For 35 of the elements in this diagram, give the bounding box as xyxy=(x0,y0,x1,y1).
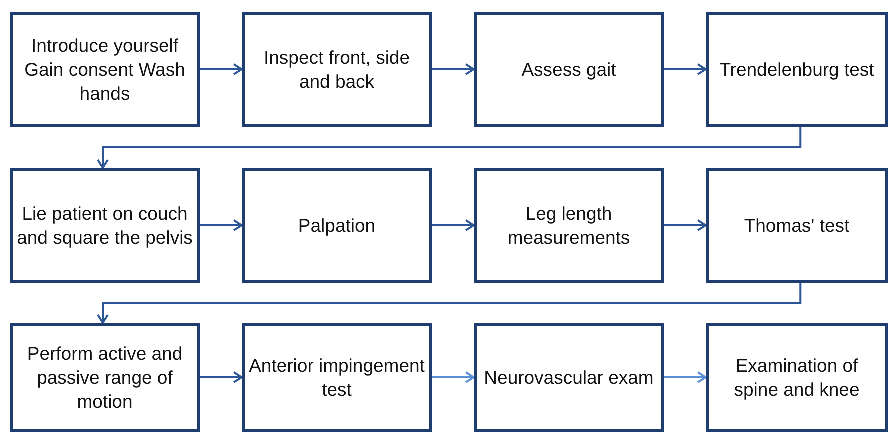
step-text: Introduce yourself Gain consent Wash hands xyxy=(24,34,186,106)
step-text: Thomas' test xyxy=(743,214,851,238)
step-text: Lie patient on couch and square the pelvis xyxy=(16,202,194,250)
arrow xyxy=(664,220,707,232)
step-text: Trendelenburg test xyxy=(718,58,876,82)
arrow xyxy=(200,372,243,384)
process-box xyxy=(474,168,664,283)
arrow xyxy=(432,372,475,384)
arrow xyxy=(432,220,475,232)
step-text: Inspect front, side and back xyxy=(262,46,412,94)
process-box xyxy=(242,12,432,127)
step-text: Perform active and passive range of motion xyxy=(26,342,184,414)
step-text: Assess gait xyxy=(520,58,618,82)
arrow xyxy=(664,64,707,76)
arrow xyxy=(200,220,243,232)
process-box xyxy=(10,168,200,283)
step-text: Anterior impingement test xyxy=(248,354,426,402)
arrow xyxy=(432,64,475,76)
arrow xyxy=(200,64,243,76)
process-box xyxy=(10,323,200,432)
step-text: Neurovascular exam xyxy=(483,366,655,390)
process-box xyxy=(242,168,432,283)
process-box xyxy=(706,323,888,432)
process-box xyxy=(706,12,888,127)
step-text: Examination of spine and knee xyxy=(733,354,861,402)
process-box xyxy=(706,168,888,283)
process-box xyxy=(474,12,664,127)
arrow xyxy=(97,127,802,169)
arrow xyxy=(97,283,802,324)
process-box xyxy=(474,323,664,432)
step-text: Palpation xyxy=(297,214,377,238)
process-box xyxy=(10,12,200,127)
process-box xyxy=(242,323,432,432)
arrow xyxy=(664,372,707,384)
step-text: Leg length measurements xyxy=(506,202,632,250)
